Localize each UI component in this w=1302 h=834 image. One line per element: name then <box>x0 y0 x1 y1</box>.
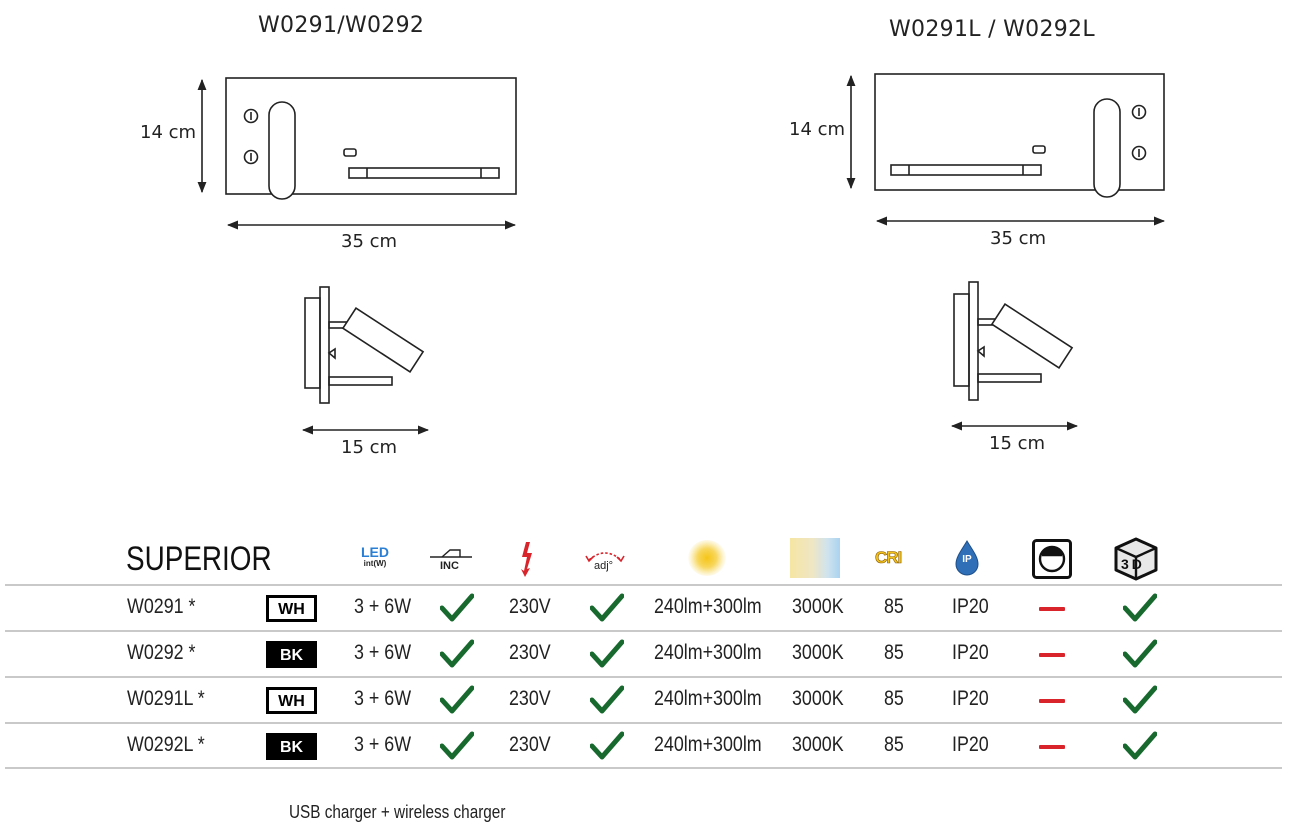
cct-value: 3000K <box>792 687 844 710</box>
side-view-left <box>301 286 430 435</box>
product-code: W0292 * <box>127 641 196 664</box>
depth-dimension-left: 15 cm <box>341 437 398 458</box>
width-dimension-right: 35 cm <box>990 228 1047 249</box>
ip-rating-icon: IP <box>953 539 981 579</box>
model3d-check-icon <box>1123 685 1157 715</box>
ip-value: IP20 <box>952 733 989 756</box>
incandescent-equivalent-icon: INC <box>428 546 474 574</box>
lumen-value: 240lm+300lm <box>654 733 762 756</box>
cri-value: 85 <box>884 733 904 756</box>
color-badge: WH <box>266 595 317 622</box>
voltage-value: 230V <box>509 687 551 710</box>
footnote: USB charger + wireless charger <box>289 802 506 822</box>
adjustable-check-icon <box>590 731 624 761</box>
inc-check-icon <box>440 593 474 623</box>
front-view-right <box>846 73 1166 226</box>
inc-check-icon <box>440 685 474 715</box>
ip-value: IP20 <box>952 687 989 710</box>
adjustable-check-icon <box>590 593 624 623</box>
product-code: W0291L * <box>127 687 205 710</box>
drawing-title-left: W0291/W0292 <box>258 13 425 38</box>
cri-value: 85 <box>884 687 904 710</box>
row-divider <box>5 584 1282 586</box>
voltage-value: 230V <box>509 733 551 756</box>
dimmable-dash-icon <box>1039 745 1065 749</box>
adjustable-icon: adj° <box>583 546 627 576</box>
cct-value: 3000K <box>792 595 844 618</box>
table-row: W0292 * BK 3 + 6W 230V 240lm+300lm 3000K 85 IP2… <box>0 632 1282 678</box>
luminous-flux-icon <box>688 540 726 576</box>
color-temperature-icon <box>790 538 840 578</box>
front-view-left <box>197 77 517 230</box>
height-dimension-right: 14 cm <box>789 119 846 140</box>
color-badge: BK <box>266 641 317 668</box>
inc-check-icon <box>440 639 474 669</box>
adjustable-check-icon <box>590 685 624 715</box>
side-view-right <box>950 281 1079 431</box>
width-dimension-left: 35 cm <box>341 231 398 252</box>
cri-value: 85 <box>884 641 904 664</box>
model3d-check-icon <box>1123 593 1157 623</box>
dimmable-dash-icon <box>1039 699 1065 703</box>
color-badge: BK <box>266 733 317 760</box>
cct-value: 3000K <box>792 641 844 664</box>
voltage-icon <box>518 541 536 577</box>
led-icon: LED int(W) <box>361 544 389 568</box>
voltage-value: 230V <box>509 595 551 618</box>
product-code: W0291 * <box>127 595 196 618</box>
model3d-check-icon <box>1123 731 1157 761</box>
3d-model-icon: 3D <box>1112 536 1160 582</box>
dimmable-icon <box>1032 539 1072 579</box>
series-title: SUPERIOR <box>126 540 272 578</box>
model3d-check-icon <box>1123 639 1157 669</box>
inc-check-icon <box>440 731 474 761</box>
color-badge: WH <box>266 687 317 714</box>
cri-icon: CRI <box>875 548 903 568</box>
depth-dimension-right: 15 cm <box>989 433 1046 454</box>
cct-value: 3000K <box>792 733 844 756</box>
power-value: 3 + 6W <box>354 595 412 618</box>
lumen-value: 240lm+300lm <box>654 641 762 664</box>
height-dimension-left: 14 cm <box>140 122 197 143</box>
voltage-value: 230V <box>509 641 551 664</box>
lumen-value: 240lm+300lm <box>654 595 762 618</box>
ip-value: IP20 <box>952 641 989 664</box>
table-row: W0291L * WH 3 + 6W 230V 240lm+300lm 3000K 85 IP… <box>0 678 1282 724</box>
ip-value: IP20 <box>952 595 989 618</box>
dimmable-dash-icon <box>1039 653 1065 657</box>
dimmable-dash-icon <box>1039 607 1065 611</box>
product-code: W0292L * <box>127 733 205 756</box>
row-divider <box>5 722 1282 724</box>
lumen-value: 240lm+300lm <box>654 687 762 710</box>
row-divider <box>5 630 1282 632</box>
row-divider <box>5 767 1282 769</box>
power-value: 3 + 6W <box>354 733 412 756</box>
drawing-title-right: W0291L / W0292L <box>889 17 1095 42</box>
cri-value: 85 <box>884 595 904 618</box>
table-row: W0292L * BK 3 + 6W 230V 240lm+300lm 3000K 85 IP… <box>0 724 1282 770</box>
table-row: W0291 * WH 3 + 6W 230V 240lm+300lm 3000K 85 IP2… <box>0 586 1282 632</box>
adjustable-check-icon <box>590 639 624 669</box>
power-value: 3 + 6W <box>354 687 412 710</box>
power-value: 3 + 6W <box>354 641 412 664</box>
row-divider <box>5 676 1282 678</box>
